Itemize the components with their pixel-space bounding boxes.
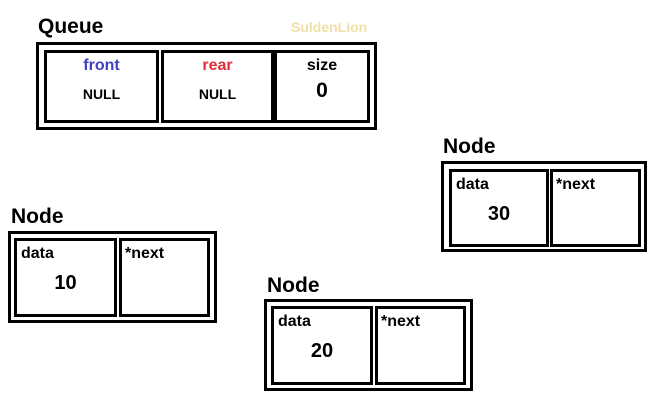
node-10-data-value: 10: [54, 272, 77, 294]
queue-rear-value: NULL: [198, 86, 237, 102]
node-20-next-field: *next: [375, 306, 466, 385]
node-10-title: Node: [11, 205, 64, 228]
queue-front-field: front NULL: [44, 50, 159, 123]
watermark: SuldenLion: [291, 19, 368, 35]
queue-size-value: 0: [316, 79, 328, 102]
node-10-data-field: data 10: [14, 238, 117, 317]
node-20-data-field: data 20: [271, 306, 373, 385]
node-10-next-field: *next: [119, 238, 210, 317]
node-20-data-value: 20: [310, 340, 334, 362]
queue-struct: front NULL rear NULL size 0: [36, 42, 377, 130]
queue-front-value: NULL: [82, 86, 121, 102]
node-10-next-label: *next: [125, 245, 165, 262]
queue-rear-label: rear: [202, 57, 233, 74]
node-30-next-label: *next: [556, 176, 596, 193]
queue-size-field: size 0: [274, 50, 370, 123]
queue-rear-field: rear NULL: [161, 50, 274, 123]
node-30-data-label: data: [456, 176, 489, 193]
queue-title: Queue: [38, 15, 104, 38]
queue-size-label: size: [306, 57, 338, 74]
node-20-data-label: data: [278, 313, 311, 330]
node-20-next-label: *next: [381, 313, 421, 330]
node-10-data-label: data: [21, 245, 54, 262]
node-20: data 20 *next: [264, 299, 473, 391]
node-30-title: Node: [443, 135, 496, 158]
node-30-data-field: data 30: [449, 169, 549, 247]
node-30: data 30 *next: [441, 161, 647, 252]
node-30-data-value: 30: [487, 203, 511, 225]
node-10: data 10 *next: [8, 231, 217, 323]
node-30-next-field: *next: [550, 169, 641, 247]
queue-front-label: front: [83, 57, 120, 74]
node-20-title: Node: [267, 274, 320, 297]
